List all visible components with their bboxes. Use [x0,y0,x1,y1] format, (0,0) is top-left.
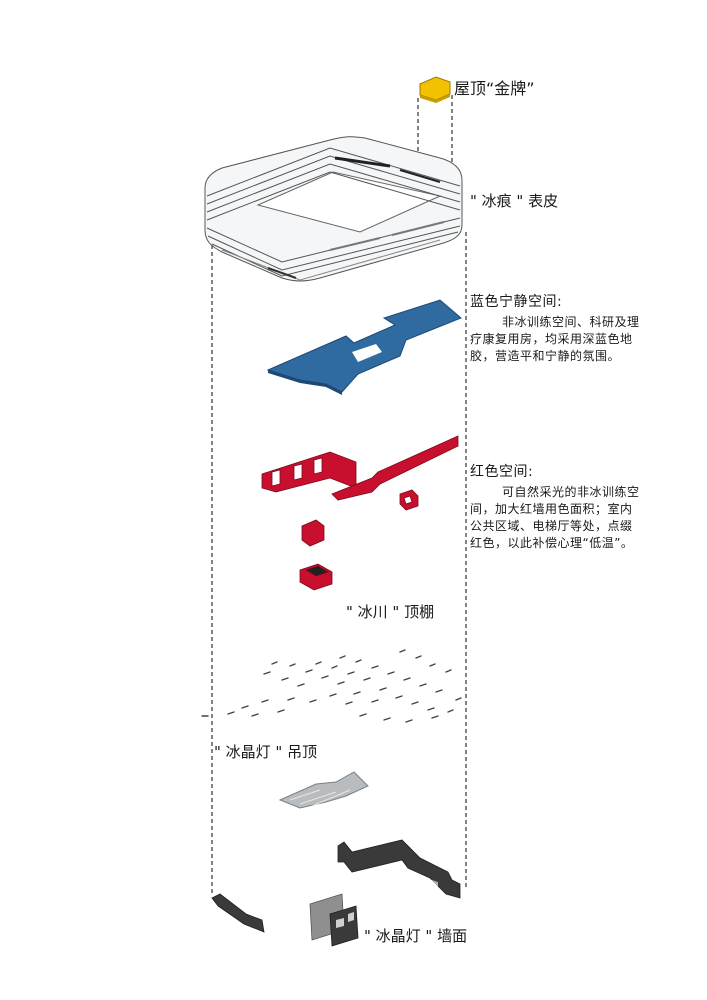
label-ice-crystal-wall: " 冰晶灯 " 墙面 [364,927,468,945]
label-roof-gold-plate: 屋顶“金牌” [454,79,535,98]
label-ice-trace-skin: " 冰痕 " 表皮 [470,192,559,210]
red-space-description: 红色空间: 可自然采光的非冰训练空 间，加大红墙用色面积；室内 公共区域、电梯厅… [470,462,670,552]
blue-space-description: 蓝色宁静空间: 非冰训练空间、科研及理 疗康复用房，均采用深蓝色地 胶，营造平和… [470,292,670,365]
ice-crystal-ceiling-panel [278,771,369,809]
red-space-line-2: 间，加大红墙用色面积；室内 [470,502,633,516]
blue-space-line-2: 疗康复用房，均采用深蓝色地 [470,332,633,346]
ice-crystal-wall-panels [211,839,461,947]
blue-space-floor [266,299,462,395]
red-space-title: 红色空间: [470,464,534,480]
ice-trace-skin [204,136,463,282]
blue-space-title: 蓝色宁静空间: [470,294,563,310]
label-glacier-canopy: " 冰川 " 顶棚 [346,603,435,621]
red-space-line-3: 公共区域、电梯厅等处，点缀 [470,519,633,533]
label-ice-crystal-ceiling: " 冰晶灯 " 吊顶 [214,743,318,761]
red-space-line-4: 红色，以此补偿心理“低温”。 [470,536,634,550]
red-space-line-1: 可自然采光的非冰训练空 [502,485,640,499]
red-space-elements [261,435,459,591]
glacier-canopy-fixtures [201,649,462,723]
roof-gold-plate [419,76,451,103]
blue-space-line-3: 胶，营造平和宁静的氛围。 [470,349,621,363]
blue-space-line-1: 非冰训练空间、科研及理 [502,315,640,329]
